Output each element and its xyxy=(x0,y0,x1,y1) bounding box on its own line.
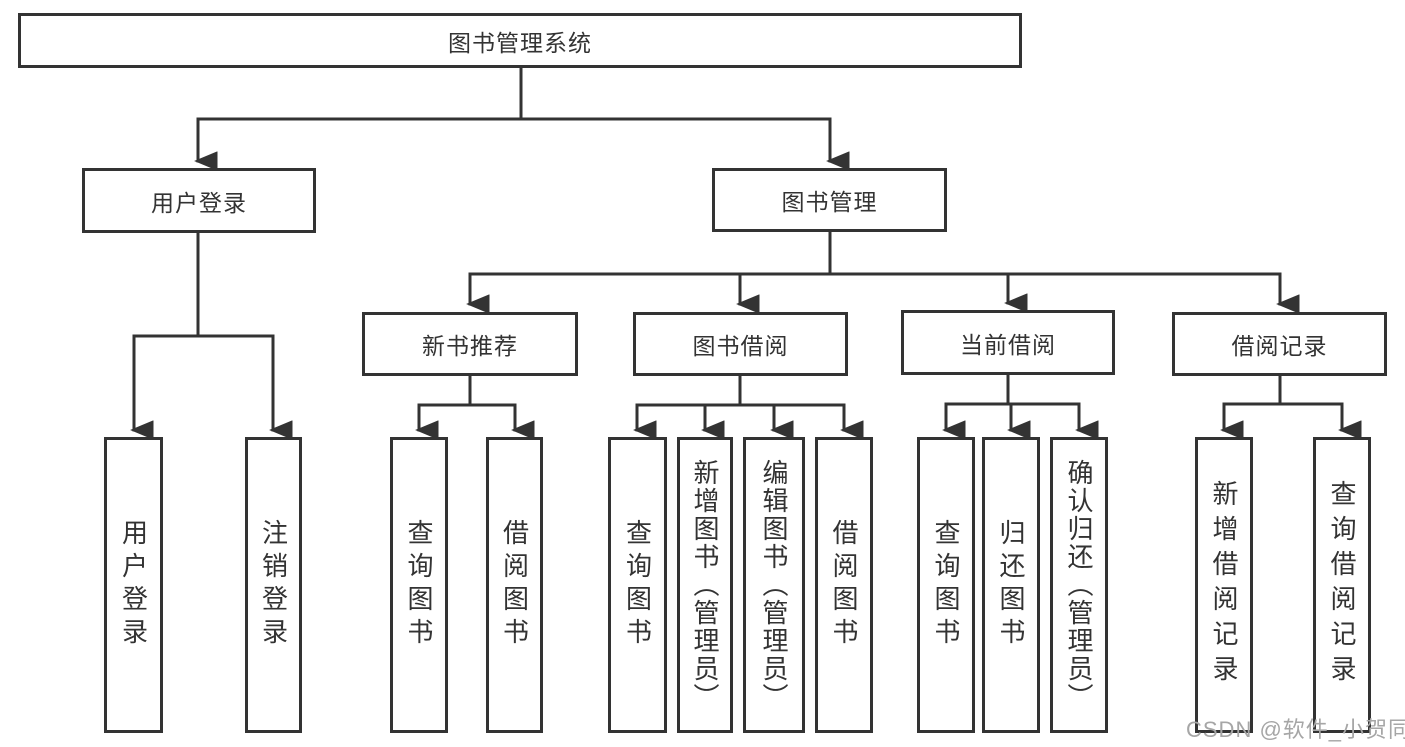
leaf-recommend-query-book: 查询图书 xyxy=(390,437,448,733)
csdn-watermark: CSDN @软件_小贺同学 xyxy=(1186,717,1405,742)
node-label: 归还图书 xyxy=(996,519,1026,651)
node-book-management: 图书管理 xyxy=(712,168,947,232)
node-label: 新增借阅记录 xyxy=(1209,480,1239,690)
node-borrowing-records: 借阅记录 xyxy=(1172,312,1387,376)
node-label: 查询图书 xyxy=(931,519,961,651)
leaf-current-confirm-return-admin: 确认归还（管理员） xyxy=(1050,437,1108,733)
node-label: 查询图书 xyxy=(404,519,434,651)
leaf-borrowing-borrow-book: 借阅图书 xyxy=(815,437,873,733)
leaf-logout: 注销登录 xyxy=(245,437,302,733)
node-label: 用户登录 xyxy=(118,519,149,651)
node-label: 图书管理 xyxy=(781,189,878,215)
node-label: 新书推荐 xyxy=(422,333,518,359)
node-label: 编辑图书（管理员） xyxy=(759,459,789,711)
node-label: 借阅图书 xyxy=(829,519,859,651)
leaf-record-query-borrow-record: 查询借阅记录 xyxy=(1313,437,1371,733)
leaf-borrowing-edit-book-admin: 编辑图书（管理员） xyxy=(743,437,805,733)
node-library-management-system: 图书管理系统 xyxy=(18,13,1022,68)
node-label: 新增图书（管理员） xyxy=(690,459,720,711)
node-label: 查询借阅记录 xyxy=(1327,480,1357,690)
node-label: 确认归还（管理员） xyxy=(1064,459,1094,711)
node-new-book-recommendation: 新书推荐 xyxy=(362,312,578,376)
leaf-recommend-borrow-book: 借阅图书 xyxy=(486,437,543,733)
node-current-borrowing: 当前借阅 xyxy=(901,310,1115,375)
node-label: 注销登录 xyxy=(258,519,289,651)
leaf-borrowing-query-book: 查询图书 xyxy=(608,437,667,733)
node-label: 用户登录 xyxy=(151,189,247,216)
node-label: 借阅记录 xyxy=(1231,333,1328,359)
leaf-current-return-book: 归还图书 xyxy=(982,437,1040,733)
leaf-record-add-borrow-record: 新增借阅记录 xyxy=(1195,437,1253,733)
node-label: 借阅图书 xyxy=(499,519,530,651)
node-label: 图书借阅 xyxy=(692,333,789,359)
leaf-current-query-book: 查询图书 xyxy=(917,437,975,733)
leaf-user-login: 用户登录 xyxy=(104,437,163,733)
node-label: 当前借阅 xyxy=(960,331,1056,358)
node-book-borrowing: 图书借阅 xyxy=(633,312,848,376)
node-user-login: 用户登录 xyxy=(82,168,316,233)
node-label: 图书管理系统 xyxy=(448,29,592,56)
leaf-borrowing-add-book-admin: 新增图书（管理员） xyxy=(677,437,733,733)
node-label: 查询图书 xyxy=(622,519,653,651)
